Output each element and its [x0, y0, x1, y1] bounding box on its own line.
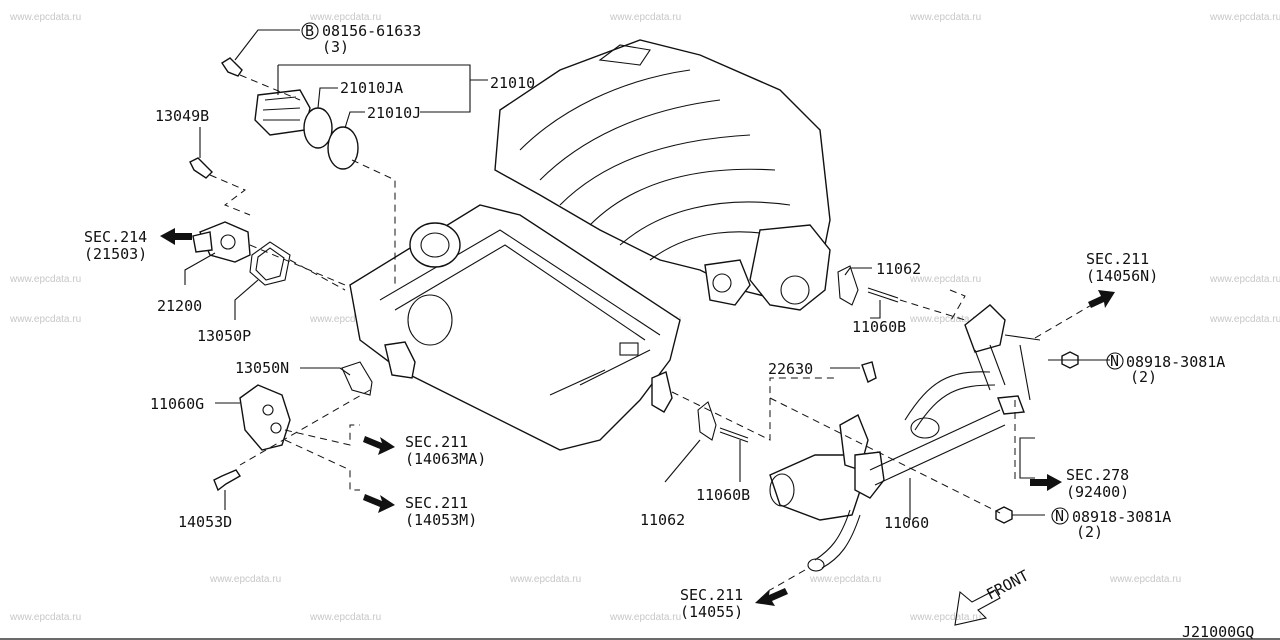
label-11062-upper: 11062	[876, 260, 921, 278]
arrows	[160, 228, 1115, 606]
watermark: www.epcdata.ru	[309, 612, 381, 623]
nut-n-top-circle	[1106, 352, 1124, 370]
front-label: FRONT	[983, 566, 1031, 603]
label-sec278: SEC.278	[1066, 466, 1129, 484]
nut-n-bottom-letter: N	[1055, 507, 1064, 525]
gasket-11062-lower	[697, 401, 717, 441]
label-sec211-d-ref: (14055)	[680, 603, 743, 621]
arrow-sec211-14053m	[363, 494, 395, 513]
stud-11060b-upper	[867, 287, 899, 303]
watermark: www.epcdata.ru	[809, 574, 881, 585]
watermark: www.epcdata.ru	[309, 314, 381, 325]
diagram-code: J21000GQ	[1182, 623, 1254, 640]
label-sec211-a-ref: (14063MA)	[405, 450, 486, 468]
watermark: www.epcdata.ru	[609, 12, 681, 23]
label-11062-lower: 11062	[640, 511, 685, 529]
watermark: www.epcdata.ru	[509, 574, 581, 585]
watermark: www.epcdata.ru	[9, 314, 81, 325]
label-11060b-upper: 11060B	[852, 318, 906, 336]
label-13050n: 13050N	[235, 359, 289, 377]
label-21010j: 21010J	[367, 104, 421, 122]
stud-11060b-lower	[719, 427, 749, 443]
gasket-13050p	[249, 241, 291, 286]
engine-lower-block	[349, 204, 681, 451]
bolt-b-circle	[301, 22, 319, 40]
watermark: www.epcdata.ru	[909, 274, 981, 285]
watermark: www.epcdata.ru	[1109, 574, 1181, 585]
watermark: www.epcdata.ru	[909, 314, 981, 325]
bolt-b-letter: B	[305, 22, 314, 40]
watermark: www.epcdata.ru	[1209, 314, 1280, 325]
block-flange	[384, 341, 416, 379]
label-08156-61633-qty: (3)	[322, 38, 349, 56]
nut-n-bottom-circle	[1051, 507, 1069, 525]
label-14053d: 14053D	[178, 513, 232, 531]
label-sec214-ref: (21503)	[84, 245, 147, 263]
gasket-13050n	[341, 361, 373, 396]
label-sec211-c-ref: (14056N)	[1086, 267, 1158, 285]
label-13050p: 13050P	[197, 327, 251, 345]
arrow-sec278	[1030, 474, 1062, 491]
side-flange	[651, 371, 673, 413]
watermark: www.epcdata.ru	[909, 612, 981, 623]
water-pipe-11060	[769, 304, 1041, 572]
label-sec211-b-ref: (14053M)	[405, 511, 477, 529]
label-08918-3081a-top: 08918-3081A	[1126, 353, 1225, 371]
label-sec211-d: SEC.211	[680, 586, 743, 604]
label-08918-3081a-bottom-qty: (2)	[1076, 523, 1103, 541]
label-21010ja: 21010JA	[340, 79, 403, 97]
arrow-sec211-14055	[755, 588, 788, 606]
part-labels: B 08156-61633 (3) 21010 21010JA 21010J 1…	[84, 22, 1254, 640]
label-08918-3081a-bottom: 08918-3081A	[1072, 508, 1171, 526]
arrow-sec214	[160, 228, 192, 245]
label-13049b: 13049B	[155, 107, 209, 125]
label-21010: 21010	[490, 74, 535, 92]
housing-21200	[192, 221, 251, 263]
watermark: www.epcdata.ru	[909, 12, 981, 23]
label-sec214: SEC.214	[84, 228, 147, 246]
leader-lines	[184, 29, 1110, 520]
bolt-08156-61633	[221, 57, 243, 77]
watermark: www.epcdata.ru	[9, 274, 81, 285]
watermark: www.epcdata.ru	[9, 612, 81, 623]
watermark: www.epcdata.ru	[1209, 274, 1280, 285]
intake-manifold	[494, 39, 831, 311]
arrow-sec211-14063ma	[363, 436, 395, 455]
label-11060b-lower: 11060B	[696, 486, 750, 504]
label-sec211-a: SEC.211	[405, 433, 468, 451]
watermark: www.epcdata.ru	[609, 612, 681, 623]
gasket-11062-upper	[837, 265, 859, 306]
watermark: www.epcdata.ru	[209, 574, 281, 585]
label-sec211-c: SEC.211	[1086, 250, 1149, 268]
nut-n-top-letter: N	[1110, 352, 1119, 370]
label-11060: 11060	[884, 514, 929, 532]
watermark: www.epcdata.ru	[9, 12, 81, 23]
label-22630: 22630	[768, 360, 813, 378]
label-sec211-b: SEC.211	[405, 494, 468, 512]
label-08156-61633: 08156-61633	[322, 22, 421, 40]
label-sec278-ref: (92400)	[1066, 483, 1129, 501]
watermark: www.epcdata.ru	[1209, 12, 1280, 23]
water-outlet-21010	[254, 89, 359, 170]
sensor-22630	[861, 361, 877, 383]
arrow-sec211-14056n	[1088, 290, 1115, 308]
dashed-lines	[209, 74, 1101, 591]
bolt-13049b	[189, 157, 213, 179]
watermark: www.epcdata.ru	[309, 12, 381, 23]
outlet-11060g	[239, 384, 291, 451]
bolt-14053d	[213, 469, 241, 492]
label-21200: 21200	[157, 297, 202, 315]
nut-08918-3081a-bottom	[995, 506, 1013, 524]
label-11060g: 11060G	[150, 395, 204, 413]
label-08918-3081a-top-qty: (2)	[1130, 368, 1157, 386]
